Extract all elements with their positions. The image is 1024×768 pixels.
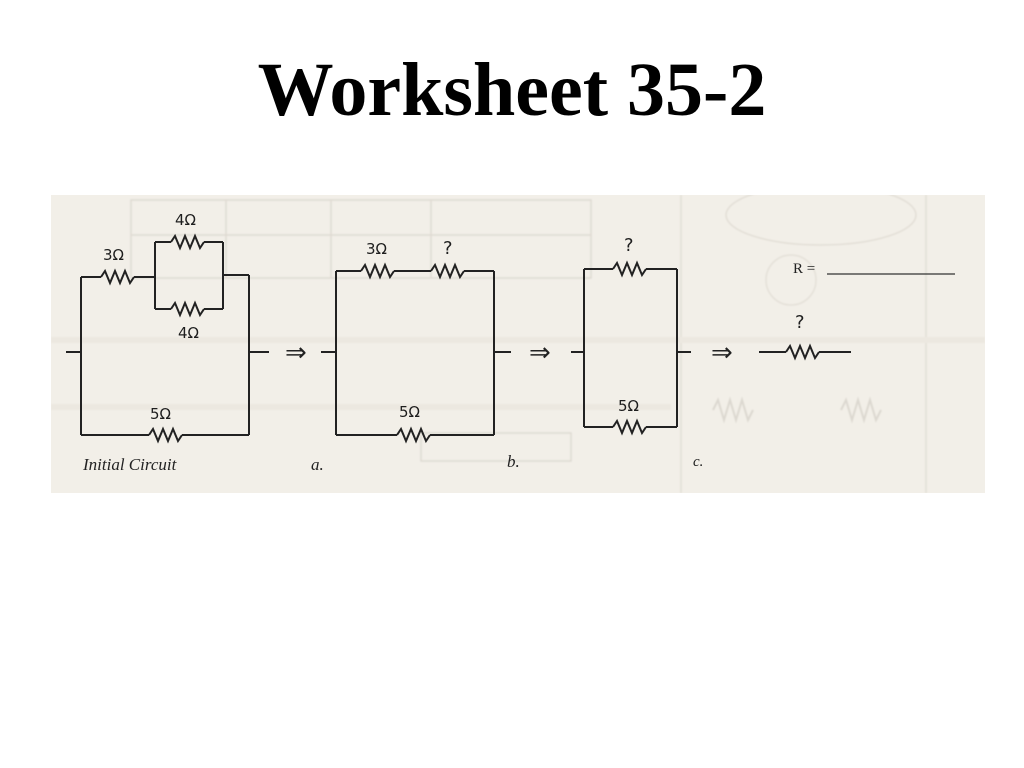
arrow-to-a: ⇒ <box>285 338 307 368</box>
resistor-unknown-c <box>785 343 820 361</box>
label-3-ohm-a: 3Ω <box>366 240 387 258</box>
label-unknown-c: ? <box>795 312 805 333</box>
caption-initial-circuit: Initial Circuit <box>82 455 178 474</box>
label-4-ohm-bottom: 4Ω <box>178 324 199 342</box>
resistor-unknown-b <box>612 260 647 278</box>
circuit-step-c: ? c. <box>693 312 851 470</box>
label-3-ohm: 3Ω <box>103 246 124 264</box>
label-5-ohm-a: 5Ω <box>399 403 420 421</box>
caption-b: b. <box>507 452 520 471</box>
label-5-ohm: 5Ω <box>150 405 171 423</box>
label-4-ohm-top: 4Ω <box>175 211 196 229</box>
circuit-diagram-photo: 3Ω 4Ω 4Ω 5Ω Initial Circuit ⇒ 3Ω ? 5Ω a. <box>51 195 985 493</box>
circuit-step-b: ? 5Ω b. <box>507 235 691 471</box>
initial-circuit: 3Ω 4Ω 4Ω 5Ω Initial Circuit <box>66 211 269 474</box>
arrow-to-b: ⇒ <box>529 338 551 368</box>
result-label: R = <box>793 261 815 277</box>
caption-c: c. <box>693 454 703 470</box>
page-title: Worksheet 35-2 <box>257 48 767 132</box>
circuit-step-a: 3Ω ? 5Ω a. <box>311 238 511 474</box>
resistor-3-ohm-a <box>360 262 395 280</box>
resistor-4-ohm-top <box>170 233 205 251</box>
circuit-diagram: 3Ω 4Ω 4Ω 5Ω Initial Circuit ⇒ 3Ω ? 5Ω a. <box>51 195 985 493</box>
answer-field: R = <box>793 261 955 277</box>
resistor-4-ohm-bottom <box>170 300 205 318</box>
resistor-3-ohm <box>100 268 135 286</box>
resistor-5-ohm <box>148 426 183 444</box>
resistor-5-ohm-b <box>612 418 647 436</box>
arrow-to-c: ⇒ <box>711 338 733 368</box>
label-unknown-b: ? <box>624 235 634 256</box>
bleed-through-background <box>51 195 985 493</box>
label-5-ohm-b: 5Ω <box>618 397 639 415</box>
resistor-unknown-a <box>430 262 465 280</box>
label-unknown-a: ? <box>443 238 453 259</box>
caption-a: a. <box>311 455 324 474</box>
resistor-5-ohm-a <box>396 426 431 444</box>
